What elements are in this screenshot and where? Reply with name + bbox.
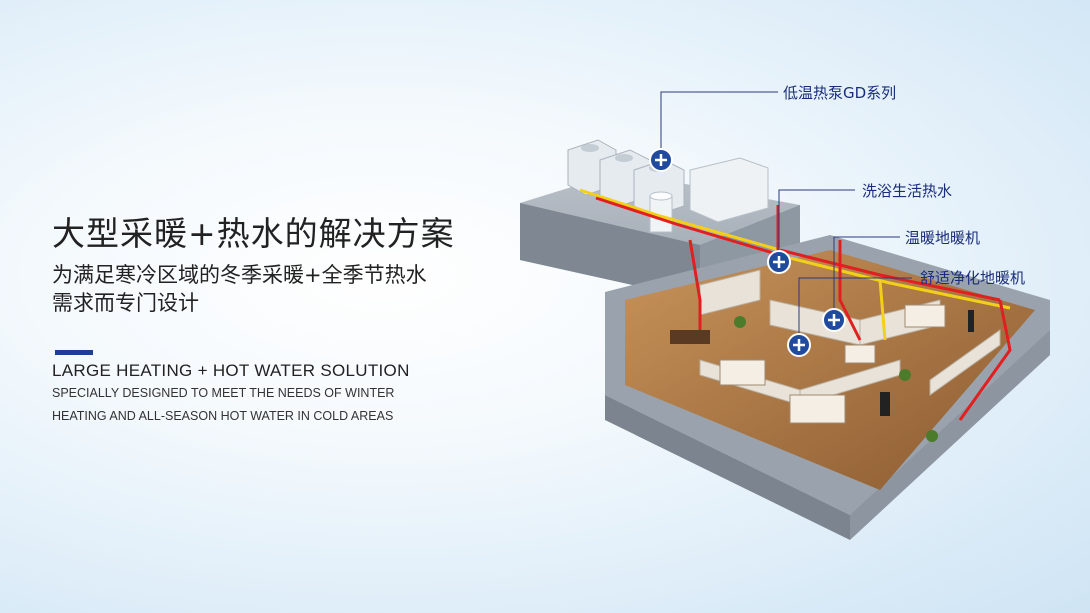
plus-marker-icon[interactable] bbox=[767, 250, 791, 274]
plus-marker-icon[interactable] bbox=[787, 333, 811, 357]
headline-title-en: LARGE HEATING + HOT WATER SOLUTION bbox=[52, 361, 410, 380]
heating-pipes bbox=[579, 188, 1012, 421]
leader-line-hotwater bbox=[778, 189, 855, 262]
leader-line-purify-heating bbox=[798, 277, 912, 345]
callout-label-floor-heating: 温暖地暖机 bbox=[905, 229, 981, 247]
leader-line-floor-heating bbox=[833, 236, 900, 320]
callout-label-bath-hot-water: 洗浴生活热水 bbox=[862, 182, 953, 200]
room-partitions bbox=[699, 269, 1001, 406]
headline-title-cn: 大型采暖+热水的解决方案 bbox=[52, 214, 455, 253]
callout-label-purify-floor-heating: 舒适净化地暖机 bbox=[920, 269, 1026, 287]
leader-line-gd bbox=[660, 91, 778, 160]
headline-subtitle-cn-line2: 需求而专门设计 bbox=[52, 291, 199, 315]
heat-pump-units bbox=[567, 139, 685, 217]
plus-marker-icon[interactable] bbox=[822, 308, 846, 332]
headline-subtitle-en-line1: SPECIALLY DESIGNED TO MEET THE NEEDS OF … bbox=[52, 386, 395, 400]
accent-bar bbox=[55, 350, 93, 355]
headline-subtitle-en-line2: HEATING AND ALL-SEASON HOT WATER IN COLD… bbox=[52, 409, 394, 423]
callout-label-gd-series: 低温热泵GD系列 bbox=[783, 84, 897, 102]
headline-subtitle-cn-line1: 为满足寒冷区域的冬季采暖+全季节热水 bbox=[52, 263, 427, 287]
water-tank bbox=[689, 157, 769, 223]
rooftop-slab-side bbox=[520, 203, 700, 300]
furniture bbox=[670, 304, 974, 442]
plus-marker-icon[interactable] bbox=[649, 148, 673, 172]
